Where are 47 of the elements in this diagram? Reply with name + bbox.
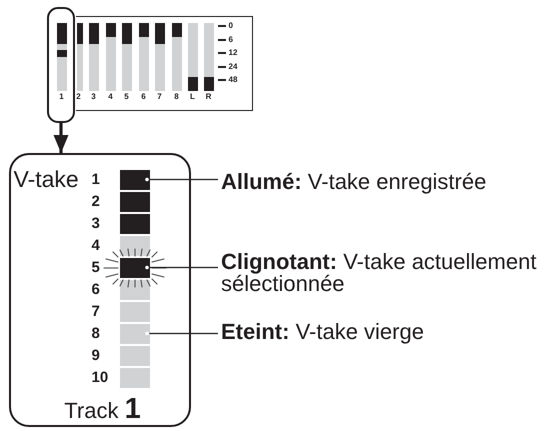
leader-line bbox=[145, 332, 218, 336]
take-number: 7 bbox=[92, 304, 100, 320]
track-label: Track 1 bbox=[64, 394, 141, 424]
callout-text: Clignotant: V-take actuellement sélectionnée bbox=[221, 251, 557, 295]
highlight-outline bbox=[47, 7, 75, 123]
meter-display bbox=[76, 16, 253, 111]
scale-value: 12 bbox=[228, 48, 238, 56]
take-number: 9 bbox=[92, 348, 100, 364]
leader-line bbox=[145, 266, 218, 270]
led-segment bbox=[120, 258, 150, 278]
callout-text: Allumé: V-take enregistrée bbox=[221, 171, 486, 193]
take-number: 6 bbox=[92, 282, 100, 298]
track-number: 4 bbox=[108, 92, 113, 100]
track-number: 8 bbox=[174, 92, 179, 100]
track-number: 3 bbox=[91, 92, 96, 100]
scale-value: 48 bbox=[228, 76, 238, 84]
track-number: L bbox=[190, 92, 195, 100]
led-segment bbox=[120, 214, 150, 234]
track-number: R bbox=[206, 92, 212, 100]
track-number: 6 bbox=[141, 92, 146, 100]
track-number: 7 bbox=[157, 92, 162, 100]
led-segment bbox=[120, 324, 150, 344]
led-segment bbox=[120, 368, 150, 388]
detail-panel bbox=[9, 153, 191, 427]
take-number: 10 bbox=[92, 370, 108, 386]
track-number: 2 bbox=[76, 92, 81, 100]
track-number: 5 bbox=[124, 92, 129, 100]
leader-line bbox=[145, 178, 218, 182]
scale-value: 24 bbox=[228, 62, 238, 70]
scale-value: 6 bbox=[228, 36, 233, 44]
callout-text: Eteint: V-take vierge bbox=[221, 321, 424, 343]
led-segment bbox=[120, 346, 150, 366]
take-number: 1 bbox=[92, 172, 100, 188]
led-segment bbox=[120, 280, 150, 300]
take-number: 4 bbox=[92, 238, 100, 254]
take-number: 8 bbox=[92, 326, 100, 342]
led-segment bbox=[120, 302, 150, 322]
arrow bbox=[54, 123, 68, 153]
take-number: 5 bbox=[92, 260, 100, 276]
track-number: 1 bbox=[59, 92, 64, 100]
led-segment bbox=[120, 192, 150, 212]
scale-value: 0 bbox=[228, 22, 233, 30]
led-segment bbox=[120, 170, 150, 190]
led-segment bbox=[120, 236, 150, 256]
take-number: 3 bbox=[92, 216, 100, 232]
panel-heading: V-take bbox=[14, 168, 79, 190]
take-number: 2 bbox=[92, 194, 100, 210]
